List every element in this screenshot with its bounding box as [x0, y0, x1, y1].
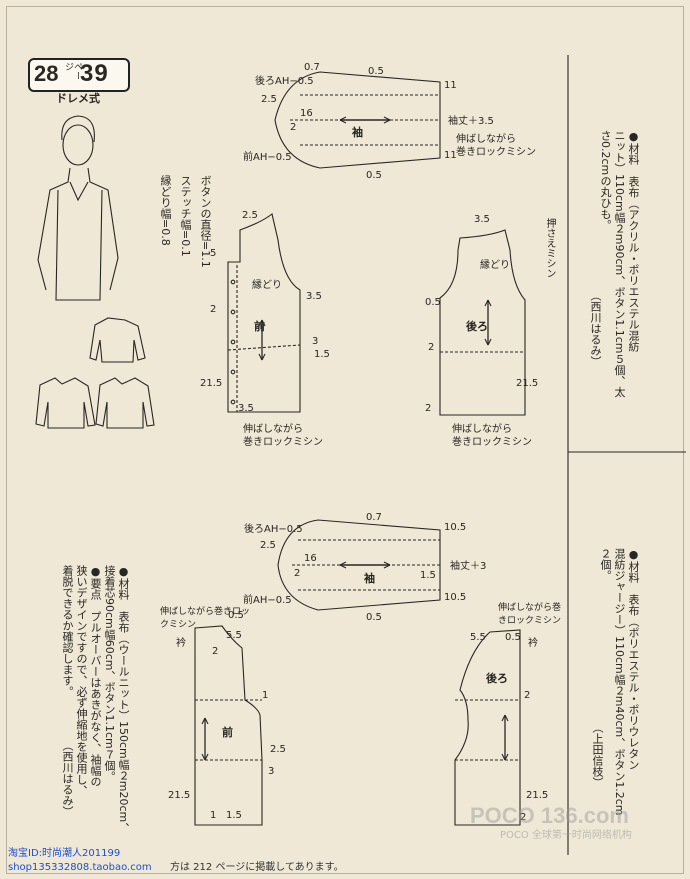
label-16-top: 16	[300, 108, 313, 119]
shop-id: 淘宝ID:时尚潮人201199	[8, 848, 121, 859]
label-35-front: 3.5	[306, 291, 322, 302]
label-2-back-bottom: 2	[524, 690, 531, 701]
label-back-ah-top: 後ろAH−0.5	[255, 76, 314, 87]
button-marks	[230, 279, 236, 405]
label-05-back: 0.5	[425, 297, 441, 308]
label-2-bottom: 2	[294, 568, 301, 579]
label-215-back-bottom: 21.5	[526, 790, 549, 801]
label-2-top: 2	[290, 122, 297, 133]
dressmaking-style: ドレメ式	[56, 92, 100, 105]
label-07-top: 0.7	[304, 62, 320, 73]
label-2-back: 2	[428, 342, 435, 353]
credit-bottom: （上田信枝）	[591, 722, 604, 788]
label-sleeve-bottom: 袖	[364, 572, 375, 585]
label-215-back: 21.5	[516, 378, 539, 389]
label-05-bottom: 0.5	[366, 612, 382, 623]
stitch-width-note: ステッチ幅=0.1	[179, 175, 192, 257]
materials-middle: ●材料 表布（ウールニット）150cm幅２m20cm、 接着芯90cm幅60cm…	[61, 565, 130, 834]
label-55-front-bottom: 5.5	[226, 630, 242, 641]
label-25-top: 2.5	[261, 94, 277, 105]
label-front-ah-top: 前AH−0.5	[243, 152, 292, 163]
label-3-front: 3	[312, 336, 319, 347]
label-front-top: 前	[254, 320, 265, 333]
materials-bottom: ●材料 表布（ポリエステル・ポリウレタン 混紡ジャージー）110cm幅２m40c…	[599, 548, 640, 816]
label-25-front-bottom: 2.5	[270, 744, 286, 755]
label-stretch-lock-back-bottom: 伸ばしながら巻きロックミシン	[498, 603, 562, 626]
label-stretch-lock-front-bottom: 伸ばしながら巻きロックミシン	[160, 607, 251, 630]
model-illustration	[37, 115, 119, 301]
top-sleeve-pattern	[274, 71, 441, 169]
page-label: ページ	[63, 62, 82, 80]
label-2-front-bottom: 2	[212, 646, 219, 657]
label-11-top: 11	[444, 80, 457, 91]
label-2b-back-bottom: 2	[520, 812, 527, 823]
button-size-note: ボタンの直径=1.1	[199, 175, 212, 268]
page-number-28: 28	[34, 61, 59, 86]
label-35b-front: 3.5	[238, 403, 254, 414]
label-back-ah-bottom: 後ろAH−0.5	[244, 524, 303, 535]
label-1b-front-bottom: 1	[210, 810, 217, 821]
label-15-front: 1.5	[314, 349, 330, 360]
label-5-front: 5	[210, 248, 217, 259]
label-05-back-bottom: 0.5	[505, 632, 521, 643]
materials-top: ●材料 表布（アクリル・ポリエステル混紡 ニット）110cm幅２m90cm、ボタ…	[599, 130, 640, 398]
label-15-front-bottom: 1.5	[226, 810, 242, 821]
bottom-sleeve-pattern	[277, 519, 441, 611]
label-edge-front: 縁どり	[252, 280, 282, 291]
label-2b-back: 2	[425, 403, 432, 414]
label-lock-top: 巻きロックミシン	[456, 147, 536, 158]
label-105b-bottom: 10.5	[444, 592, 467, 603]
shop-url: shop135332808.taobao.com	[8, 862, 152, 873]
label-lock-front: 巻きロックミシン	[243, 437, 323, 448]
label-stretch-top: 伸ばしながら	[456, 134, 516, 145]
label-15-bottom: 1.5	[420, 570, 436, 581]
bottom-front-pattern	[194, 625, 263, 826]
edge-width-note: 縁どり幅=0.8	[159, 175, 172, 246]
label-25-bottom: 2.5	[260, 540, 276, 551]
label-lock-back: 巻きロックミシン	[452, 437, 532, 448]
label-2-front: 2	[210, 304, 217, 315]
watermark-sub: POCO 全球第一时尚网络机构	[500, 830, 632, 841]
label-05-top: 0.5	[368, 66, 384, 77]
label-sleeve-length-top: 袖丈＋3.5	[448, 116, 494, 127]
label-35-back: 3.5	[474, 214, 490, 225]
label-front-ah-bottom: 前AH−0.5	[243, 595, 292, 606]
label-05b-top: 0.5	[366, 170, 382, 181]
label-1-front-bottom: 1	[262, 690, 269, 701]
label-collar-front: 衿	[176, 638, 186, 649]
label-back-bottom: 後ろ	[486, 672, 508, 685]
footnote: 方は 212 ページに掲載してあります。	[170, 862, 344, 873]
label-collar-back: 衿	[528, 638, 538, 649]
label-edge-back: 縁どり	[480, 260, 510, 271]
label-215-front-bottom: 21.5	[168, 790, 191, 801]
cardigan-flat-illustration	[89, 317, 146, 363]
bottom-back-pattern	[454, 629, 521, 826]
label-11b-top: 11	[444, 150, 457, 161]
label-sleeve-length-bottom: 袖丈＋3	[450, 561, 487, 572]
page-number-39: 39	[80, 60, 109, 87]
top-back-pattern	[439, 229, 526, 416]
label-55-back-bottom: 5.5	[470, 632, 486, 643]
label-105-bottom: 10.5	[444, 522, 467, 533]
credit-top: （西川はるみ）	[589, 290, 602, 367]
label-press-stitch: 押さえミシン	[544, 218, 555, 278]
label-07-bottom: 0.7	[366, 512, 382, 523]
label-3-front-bottom: 3	[268, 766, 275, 777]
label-25-front: 2.5	[242, 210, 258, 221]
label-sleeve-top: 袖	[352, 126, 363, 139]
page-number-badge: 28 ページ 39	[28, 58, 130, 92]
label-front-bottom: 前	[222, 726, 233, 739]
label-stretch-front: 伸ばしながら	[243, 424, 303, 435]
pullover-flat-illustrations	[35, 377, 155, 429]
top-front-pattern	[227, 213, 301, 413]
watermark-logo: POCO 136.com	[470, 803, 629, 828]
label-05-front-bottom: 0.5	[228, 610, 244, 621]
credit-middle: （西川はるみ）	[61, 740, 74, 817]
label-16-bottom: 16	[304, 553, 317, 564]
label-215-front: 21.5	[200, 378, 223, 389]
label-stretch-back: 伸ばしながら	[452, 424, 512, 435]
page-border	[6, 6, 684, 874]
label-back-top: 後ろ	[466, 320, 488, 333]
